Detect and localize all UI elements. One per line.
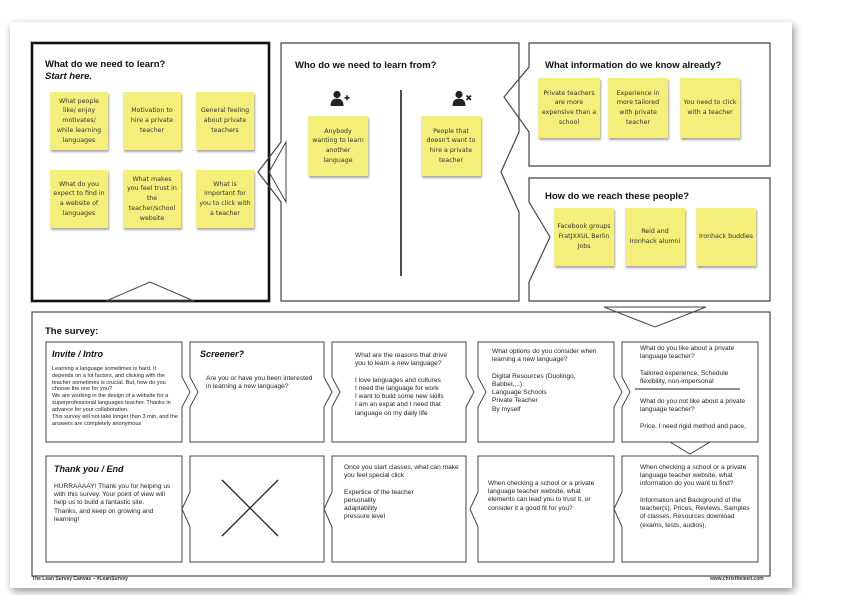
who-box [257, 42, 520, 302]
screener-text: Are you or have you been interested in l… [206, 375, 313, 391]
know-box [503, 42, 771, 167]
question-options: What options do you consider when learni… [492, 348, 597, 413]
footer-left: The Lean Survey Canvas – #LeanSurvey [32, 576, 128, 582]
canvas-frame [30, 41, 771, 577]
who-exclude-note: People that doesn't want to hire a priva… [421, 116, 481, 176]
reach-note: Reid and Ironhack alumni [625, 208, 685, 266]
know-title: What information do we know already? [545, 60, 722, 71]
who-title: Who do we need to learn from? [295, 60, 437, 71]
learn-note: What makes you feel trust in the teacher… [123, 170, 181, 228]
reach-box [528, 177, 771, 302]
invite-text: Learning a language sometimes is hard. I… [52, 366, 178, 427]
learn-note: What people like/ enjoy motivates/ while… [50, 92, 108, 150]
thanks-title: Thank you / End [54, 464, 124, 474]
survey-box [31, 311, 771, 577]
learn-title: What do we need to learn? [45, 59, 166, 70]
survey-title: The survey: [45, 326, 99, 337]
invite-title: Invite / Intro [52, 349, 104, 359]
know-note: Private teachers are more expensive than… [538, 78, 600, 138]
learn-note: What do you expect to find in a website … [50, 170, 108, 228]
learn-note: What is important for you to click with … [196, 170, 254, 228]
question-special-click: Once you start classes, what can make yo… [344, 464, 459, 521]
learn-subtitle: Start here. [45, 71, 92, 82]
user-x-icon [452, 90, 472, 106]
know-note: You need to click with a teacher [680, 78, 740, 138]
reach-title: How do we reach these people? [545, 191, 690, 202]
reach-note: Ironhack buddies [696, 208, 756, 266]
learn-note: Motivation to hire a private teacher [123, 92, 181, 150]
question-dislike: What do you not like about a private lan… [640, 398, 746, 430]
footer-right: www.christheleeil.com [710, 576, 764, 582]
learn-note: General feeling about private teachers [196, 92, 254, 150]
thanks-text: HURRAAAAY! Thank you for helping us with… [54, 483, 171, 523]
screener-title: Screener? [200, 349, 245, 359]
user-plus-icon [330, 90, 350, 106]
question-trust: When checking a school or a private lang… [488, 480, 595, 512]
canvas-sheet: What do we need to learn? Start here. Wh… [10, 22, 792, 588]
question-info: When checking a school or a private lang… [640, 464, 750, 529]
question-like: What do you like about a private languag… [640, 345, 735, 385]
who-include-note: Anybody wanting to learn another languag… [308, 116, 368, 176]
question-reasons: What are the reasons that drive you to l… [355, 352, 447, 417]
reach-note: Facebook groups FratJXXUL Berlin Jobs [554, 208, 614, 266]
know-note: Experience in more tailored with private… [608, 78, 668, 138]
